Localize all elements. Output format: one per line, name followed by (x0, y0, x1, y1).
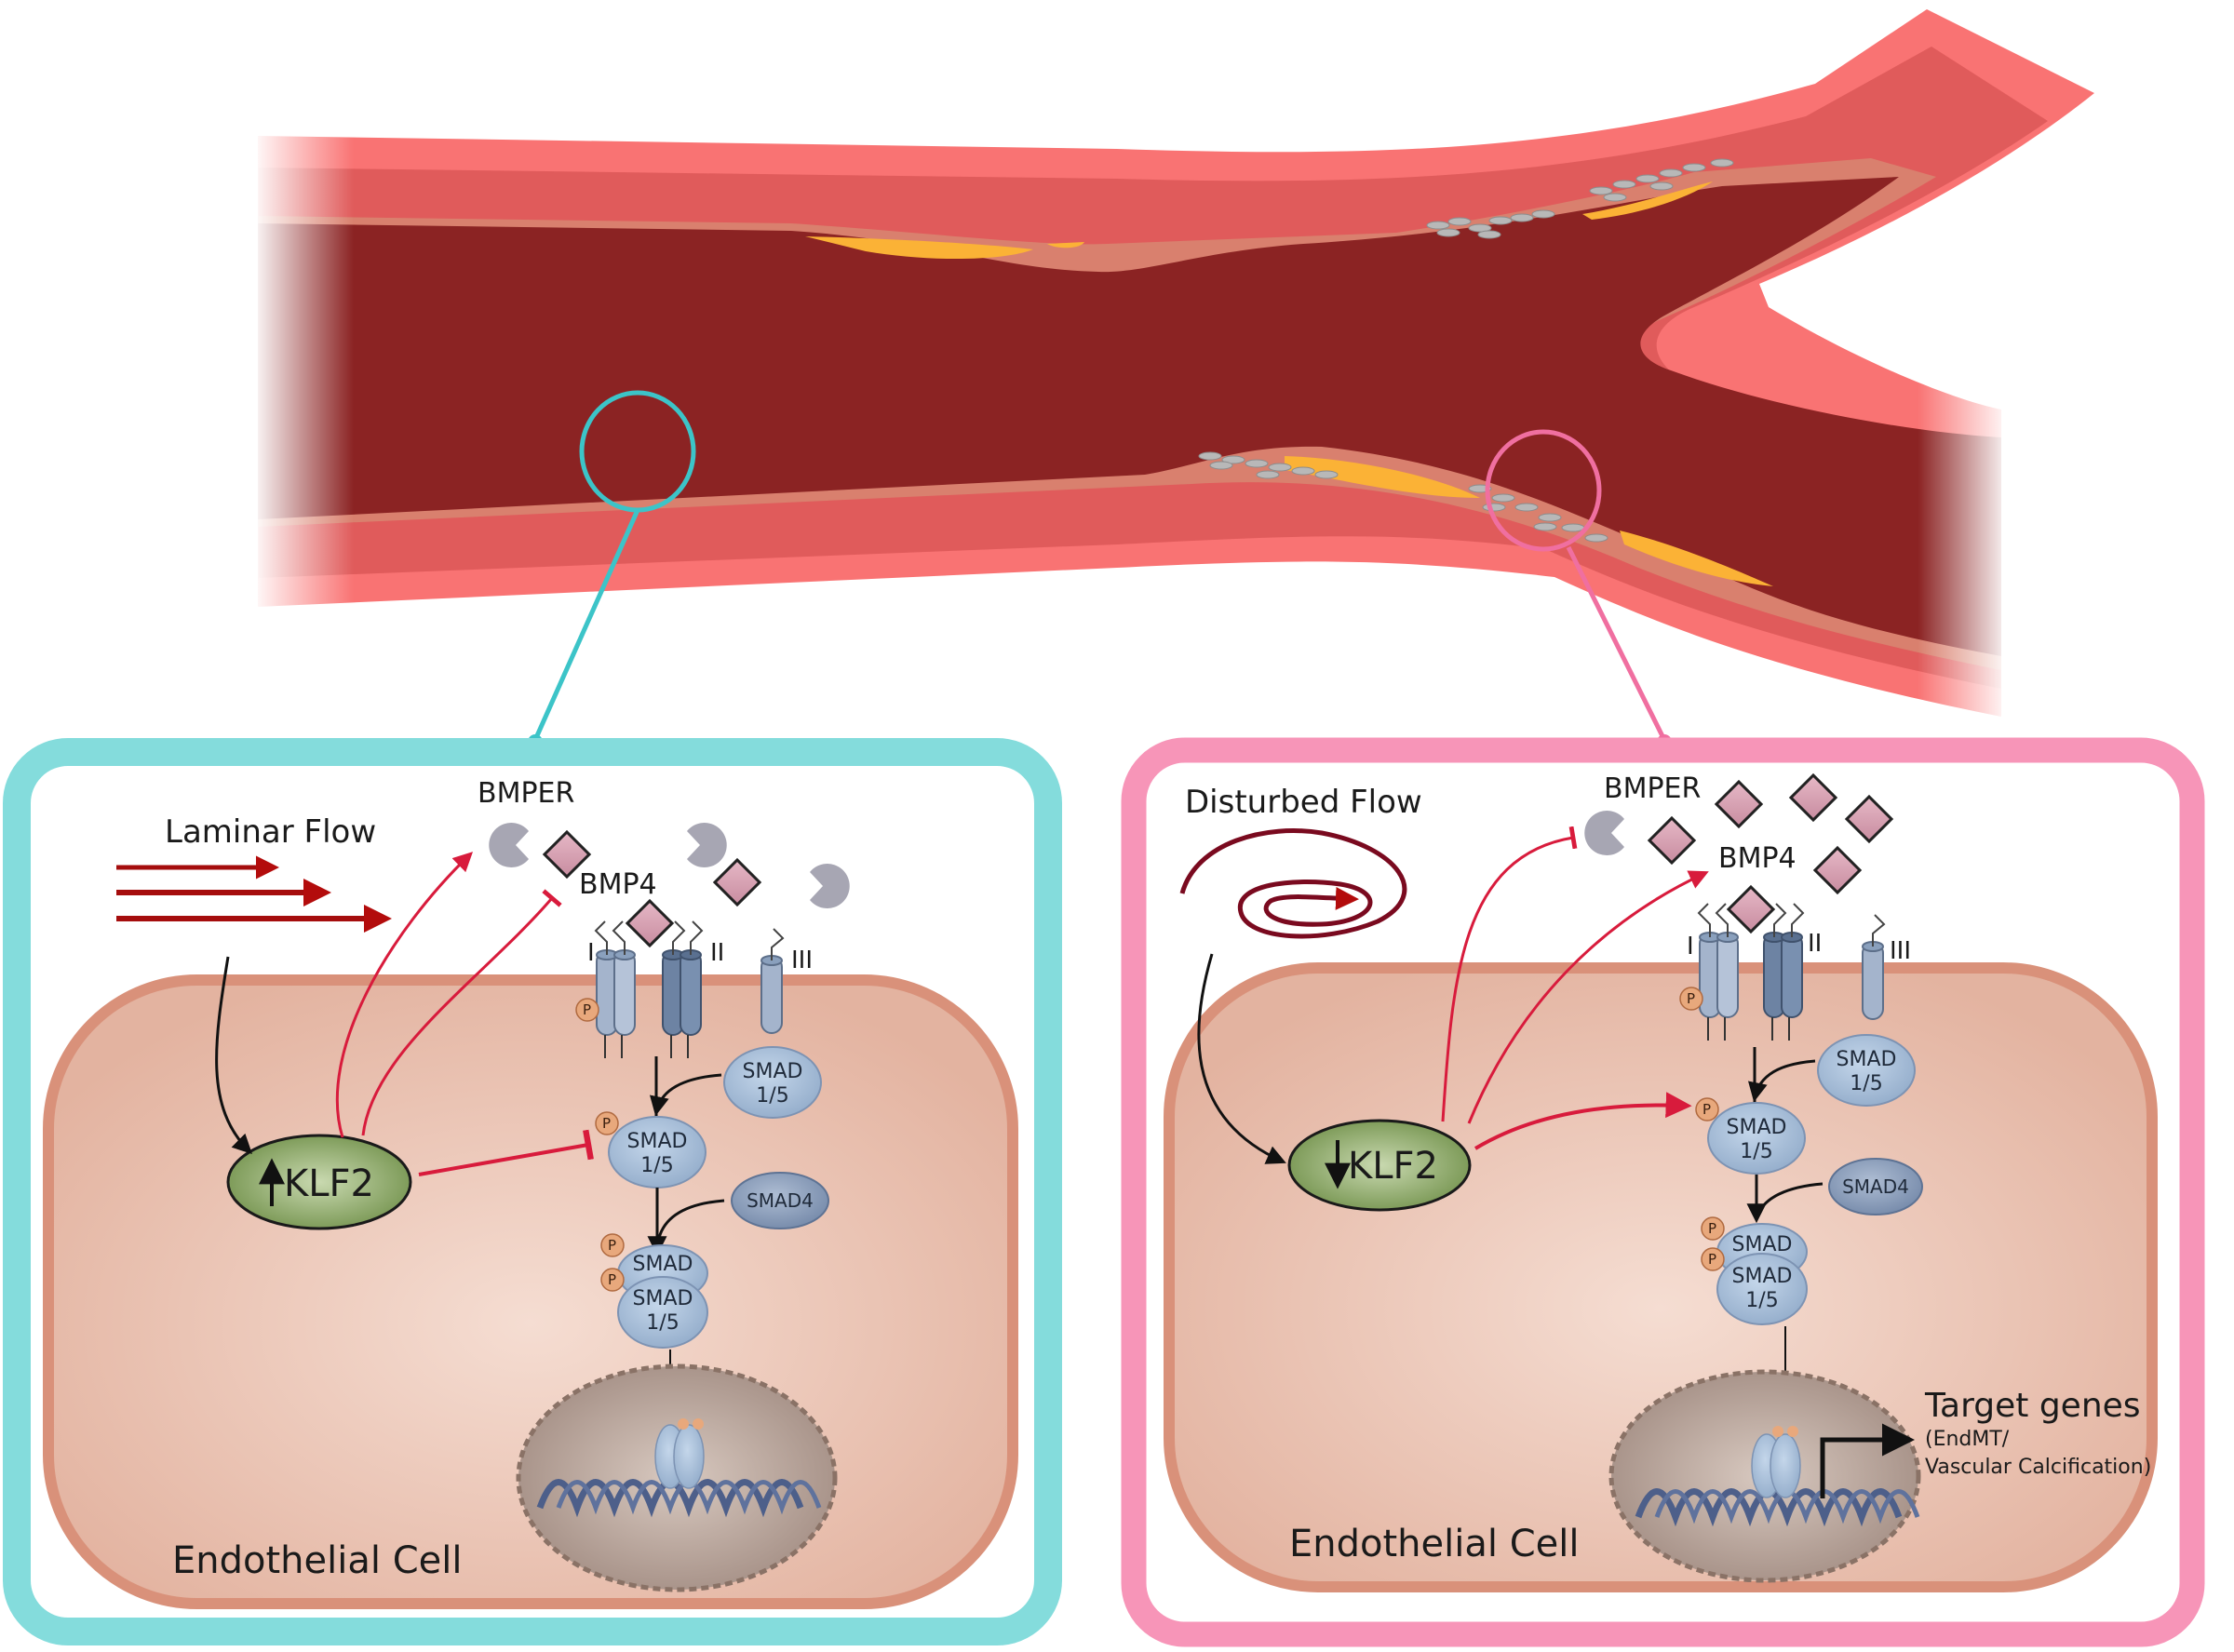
laminar-bmper-label: BMPER (478, 777, 574, 810)
svg-text:P: P (1708, 1220, 1716, 1237)
artery-fade-left (251, 121, 354, 624)
svg-text:SMAD: SMAD (743, 1060, 803, 1083)
disturbed-region-circle[interactable] (1485, 429, 1602, 552)
bmper-protein (1584, 811, 1624, 855)
klf2-to-bmper-arrow (335, 852, 474, 1138)
svg-text:(EndMT/: (EndMT/ (1925, 1428, 2010, 1451)
smad4-protein: SMAD4 (731, 1172, 829, 1229)
svg-text:SMAD: SMAD (633, 1287, 693, 1310)
svg-text:Vascular Calcification): Vascular Calcification) (1925, 1456, 2151, 1479)
klf2-inhibits-bmper (1441, 826, 1578, 1122)
disturbed-bmper-label: BMPER (1604, 772, 1701, 805)
svg-text:1/5: 1/5 (756, 1084, 788, 1108)
svg-text:KLF2: KLF2 (1348, 1145, 1438, 1188)
svg-text:1/5: 1/5 (640, 1154, 673, 1177)
recruit-arrow (1748, 1059, 1816, 1103)
calcification-cluster (1198, 451, 1608, 543)
artery-illustration (251, 9, 2234, 745)
laminar-nucleus (516, 1363, 838, 1592)
svg-text:P: P (608, 1237, 616, 1254)
klf2-activates-smad (1474, 1092, 1692, 1150)
svg-text:SMAD: SMAD (627, 1130, 688, 1153)
svg-text:P: P (608, 1271, 616, 1288)
lipid-deposit (1620, 531, 1773, 586)
laminar-cell-label: Endothelial Cell (172, 1539, 462, 1582)
phospho-badge: P (1679, 987, 1703, 1011)
smad-complex: SMAD SMAD 1/5 P P (1701, 1216, 1808, 1325)
klf2-inhibits-smad (418, 1129, 594, 1176)
svg-text:SMAD: SMAD (633, 1253, 693, 1276)
laminar-bmp4-label: BMP4 (579, 868, 657, 901)
klf2-inhibits-bmp4 (361, 889, 562, 1136)
svg-text:P: P (1708, 1251, 1716, 1268)
svg-text:1/5: 1/5 (1745, 1289, 1778, 1312)
svg-text:SMAD: SMAD (1727, 1116, 1787, 1139)
bmper-protein (489, 823, 529, 867)
receptor-label-ii: II (1808, 930, 1822, 958)
disturbed-nucleus (1608, 1369, 1921, 1583)
lipid-deposit (1582, 181, 1713, 220)
klf2-to-bmp4-arrow (1467, 870, 1709, 1124)
disturbed-cell-label: Endothelial Cell (1289, 1523, 1579, 1565)
lipid-deposit (805, 236, 1033, 260)
target-genes-label: Target genes (EndMT/ Vascular Calcificat… (1924, 1387, 2151, 1479)
svg-text:SMAD: SMAD (1837, 1048, 1897, 1071)
laminar-flow-label: Laminar Flow (165, 813, 376, 851)
recruit-arrow (1756, 1182, 1824, 1215)
disturbed-flow-label: Disturbed Flow (1185, 784, 1422, 821)
smad15-phospho: SMAD 1/5 P (595, 1111, 707, 1189)
svg-text:Target genes: Target genes (1924, 1387, 2141, 1425)
smad4-protein: SMAD4 (1828, 1158, 1923, 1215)
laminar-klf2-node: KLF2 (226, 1134, 412, 1230)
artery-lumen (258, 177, 2001, 656)
svg-text:1/5: 1/5 (1850, 1072, 1882, 1095)
receptor-label-i: I (587, 939, 595, 967)
receptor-label-i: I (1687, 933, 1694, 960)
svg-text:SMAD: SMAD (1732, 1265, 1793, 1288)
flow-to-klf2-arrow (1197, 953, 1286, 1164)
laminar-flow-arrows (116, 855, 392, 933)
recruit-arrow (657, 1199, 725, 1239)
smad15-phospho: SMAD 1/5 P (1695, 1097, 1806, 1175)
svg-text:P: P (602, 1115, 611, 1132)
bmper-protein (810, 864, 850, 908)
disturbed-flow-panel: Disturbed Flow Endothelial Cell BMPER BM… (1121, 737, 2205, 1647)
transcription-arrow (1820, 1423, 1915, 1498)
svg-text:P: P (1687, 990, 1695, 1007)
smad15-free: SMAD 1/5 (723, 1046, 822, 1119)
receptor-label-ii: II (710, 939, 724, 967)
lipid-deposit (1047, 242, 1084, 248)
lipid-deposit (1285, 456, 1480, 498)
disturbed-bmp4-label: BMP4 (1718, 842, 1797, 875)
svg-text:SMAD4: SMAD4 (1842, 1175, 1909, 1198)
laminar-flow-panel: Laminar Flow Endothelial Cell BMPER BMP4… (3, 738, 1062, 1645)
bmper-protein (687, 823, 727, 867)
svg-text:1/5: 1/5 (1740, 1140, 1772, 1163)
receptor-label-iii: III (791, 947, 813, 974)
recruit-arrow (650, 1073, 722, 1117)
calcification-cluster (1426, 158, 1734, 239)
svg-text:P: P (1702, 1101, 1711, 1118)
svg-text:KLF2: KLF2 (284, 1162, 374, 1205)
artery-fade-right (1918, 354, 2011, 726)
receptor-label-iii: III (1890, 937, 1911, 965)
phospho-badge: P (575, 998, 599, 1022)
background-mask (2001, 354, 2234, 745)
disturbed-klf2-node: KLF2 (1287, 1119, 1472, 1212)
svg-text:1/5: 1/5 (646, 1311, 679, 1335)
flow-to-klf2-arrow (215, 956, 252, 1154)
svg-text:SMAD: SMAD (1732, 1233, 1793, 1256)
smad15-free: SMAD 1/5 (1817, 1034, 1916, 1107)
svg-text:SMAD4: SMAD4 (747, 1189, 814, 1212)
disturbed-flow-spiral (1179, 828, 1407, 939)
svg-text:P: P (583, 1001, 591, 1018)
smad-complex: SMAD SMAD 1/5 P P (600, 1233, 708, 1349)
